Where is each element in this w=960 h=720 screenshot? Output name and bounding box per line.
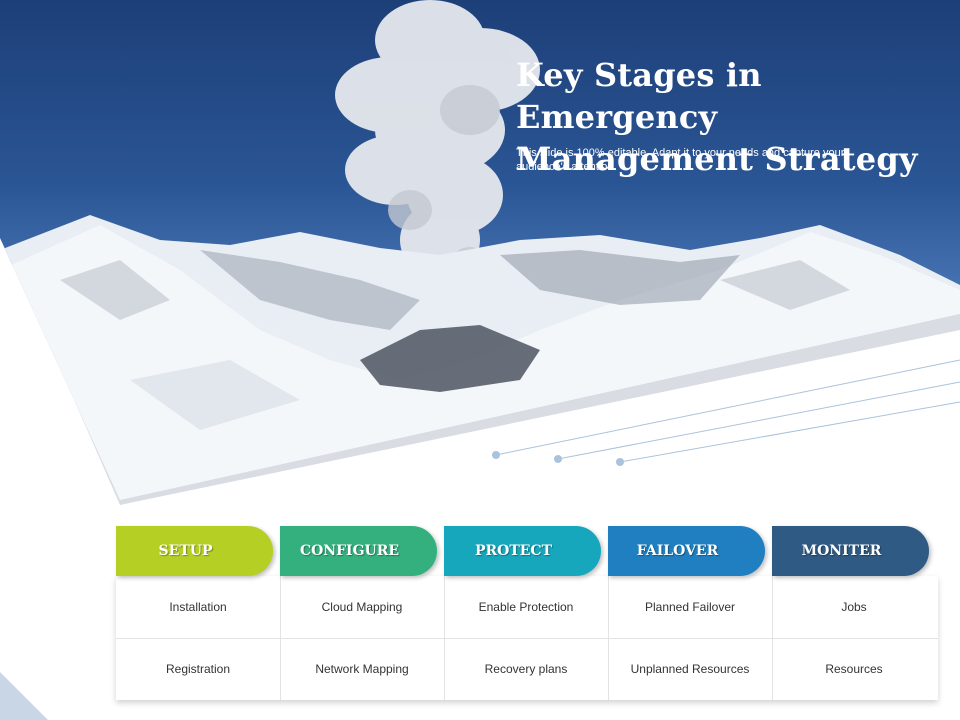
- slide-title: Key Stages in Emergency Management Strat…: [516, 56, 918, 178]
- failover-step-1: Planned Failover: [644, 600, 736, 614]
- stage-label: CONFIGURE: [299, 543, 400, 559]
- stage-tab-setup: SETUP: [116, 526, 273, 576]
- moniter-step-2: Resources: [825, 662, 883, 676]
- hero-image-area: Key Stages in Emergency Management Strat…: [0, 0, 960, 505]
- stage-tab-moniter: MONITER: [772, 526, 929, 576]
- stages-grid: Installation Registration Cloud Mapping …: [116, 576, 938, 700]
- setup-step-1: Installation: [169, 600, 227, 614]
- protect-step-2: Recovery plans: [484, 662, 568, 676]
- line-dot: [554, 455, 562, 463]
- stage-tab-configure: CONFIGURE: [280, 526, 437, 576]
- stage-label: SETUP: [158, 543, 213, 559]
- stage-label: FAILOVER: [636, 543, 719, 559]
- stage-tab-failover: FAILOVER: [608, 526, 765, 576]
- line-dot: [492, 451, 500, 459]
- decorative-lines: [492, 359, 960, 466]
- row-divider: [116, 638, 938, 639]
- stage-label: MONITER: [801, 543, 882, 559]
- line-dot: [616, 458, 624, 466]
- corner-accent: [0, 672, 48, 720]
- protect-step-1: Enable Protection: [478, 600, 574, 614]
- stage-tab-protect: PROTECT: [444, 526, 601, 576]
- setup-step-2: Registration: [165, 662, 231, 676]
- failover-step-2: Unplanned Resources: [630, 662, 750, 676]
- slide-subtitle: This slide is 100% editable. Adapt it to…: [516, 147, 845, 173]
- configure-step-2: Network Mapping: [315, 662, 409, 676]
- configure-step-1: Cloud Mapping: [321, 600, 403, 614]
- stage-label: PROTECT: [474, 543, 552, 559]
- stages-table: Installation Registration Cloud Mapping …: [116, 526, 938, 702]
- moniter-step-1: Jobs: [841, 600, 867, 614]
